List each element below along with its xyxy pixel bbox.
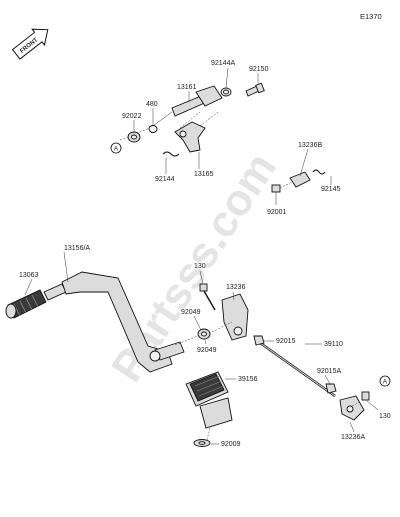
bolt-130-upper-icon (199, 283, 216, 311)
spring-92144-icon (162, 151, 180, 157)
label-92015A: 92015A (317, 368, 341, 375)
svg-text:A: A (383, 379, 388, 386)
leader-lines (24, 67, 379, 445)
label-92049-upper: 92049 (181, 309, 201, 316)
lever-13236B-assembly (271, 169, 326, 205)
tie-rod-assembly: A (174, 283, 391, 421)
bolt-92150-icon (245, 82, 265, 97)
circlip-480-icon (148, 125, 158, 133)
label-92144: 92144 (155, 176, 175, 183)
front-arrow-icon: FRONT (11, 28, 49, 60)
label-13161: 13161 (177, 84, 197, 91)
diagram-code: E1370 (360, 12, 382, 21)
label-130-upper: 130 (194, 263, 206, 270)
label-13236: 13236 (226, 284, 246, 291)
shift-shaft-assembly: A (110, 82, 265, 157)
spring-92145-icon (312, 169, 326, 175)
shift-arm-13165-icon (174, 121, 206, 153)
spring-92144A-icon (220, 87, 232, 97)
label-92022: 92022 (122, 113, 142, 120)
pedal-rubber-13063-icon (5, 289, 47, 319)
label-13236B: 13236B (298, 142, 322, 149)
label-92009: 92009 (221, 441, 241, 448)
svg-text:A: A (114, 146, 119, 153)
washer-92009-icon (193, 439, 211, 447)
oil-seal-92022-icon (127, 131, 141, 143)
nut-92015-icon (253, 335, 265, 346)
label-92001: 92001 (267, 209, 287, 216)
shift-shaft-arm (195, 85, 223, 107)
label-480: 480 (146, 101, 158, 108)
foot-pad-39156-icon (185, 371, 229, 407)
label-13063: 13063 (19, 272, 39, 279)
bolt-92001-icon (271, 184, 281, 205)
label-92145: 92145 (321, 186, 341, 193)
label-92150: 92150 (249, 66, 269, 73)
label-13236A: 13236A (341, 434, 365, 441)
lever-13236B-icon (289, 171, 311, 188)
label-92015: 92015 (276, 338, 296, 345)
ref-marker-a-upper: A (110, 142, 122, 154)
nut-92015A-icon (325, 383, 337, 394)
part-labels: 92144A 92150 13161 480 92022 92144 13165… (19, 60, 391, 448)
label-39156: 39156 (238, 376, 258, 383)
label-92144A: 92144A (211, 60, 235, 67)
bolt-130-lower-icon (351, 391, 370, 407)
shift-pedal-arm (61, 271, 173, 373)
label-13165: 13165 (194, 171, 214, 178)
shift-pedal-assembly (5, 271, 233, 447)
ref-marker-a-lower: A (379, 375, 391, 387)
label-39110: 39110 (324, 341, 343, 348)
washer-92049-upper-icon (197, 328, 211, 340)
label-13156A: 13156/A (64, 245, 90, 252)
label-130-lower: 130 (379, 413, 391, 420)
label-92049-lower: 92049 (197, 347, 217, 354)
